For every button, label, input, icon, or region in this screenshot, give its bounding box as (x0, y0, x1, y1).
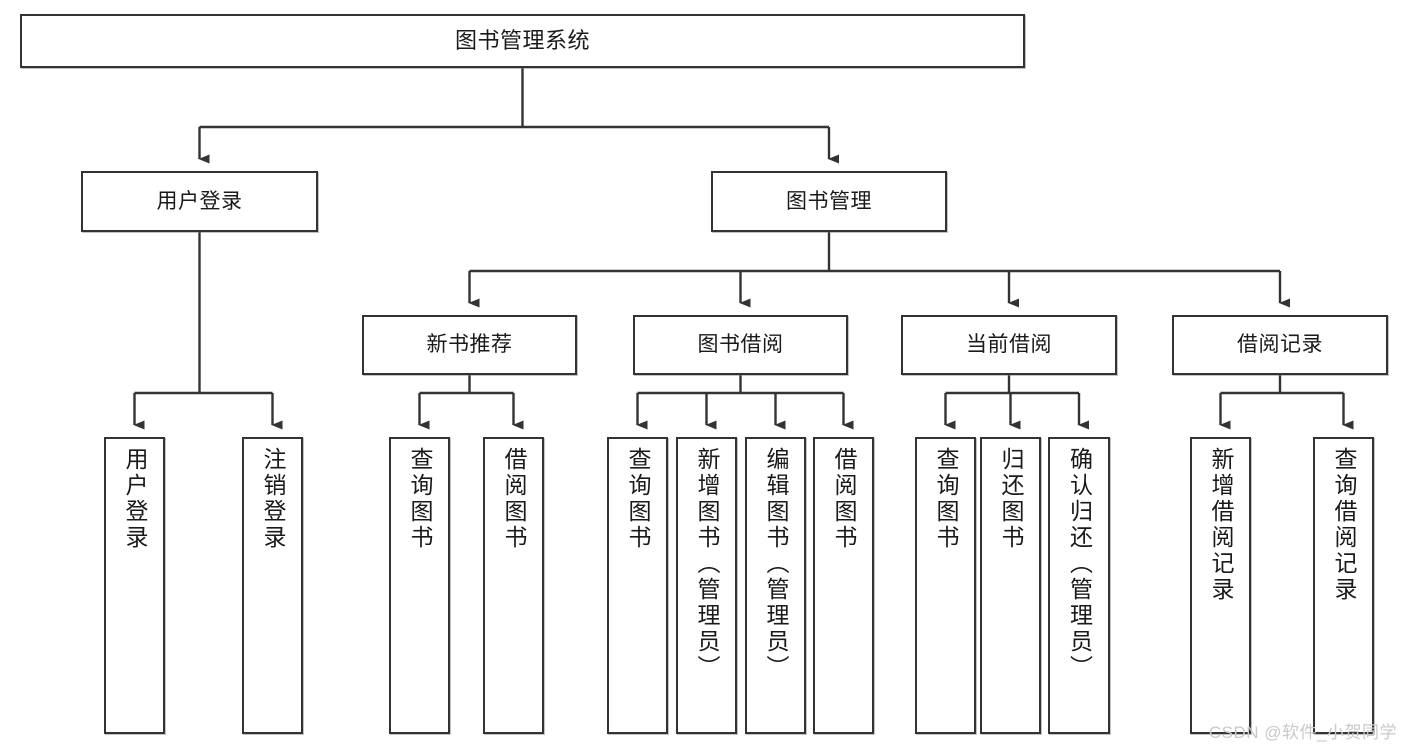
node-leaf-rec-1[interactable]: 新增借阅记录 (1190, 437, 1251, 734)
node-leaf-bor-3[interactable]: 编辑图书（管理员） (745, 437, 806, 734)
node-label: 图书借阅 (697, 333, 784, 357)
node-label: 新增借阅记录 (1208, 447, 1234, 603)
node-label: 查询图书 (407, 447, 433, 551)
node-label: 编辑图书（管理员） (763, 447, 789, 681)
node-records[interactable]: 借阅记录 (1172, 315, 1388, 375)
node-leaf-cur-2[interactable]: 归还图书 (980, 437, 1041, 734)
node-leaf-rec-2[interactable]: 查询借阅记录 (1313, 437, 1374, 734)
node-leaf-cur-3[interactable]: 确认归还（管理员） (1048, 437, 1110, 734)
node-label: 新书推荐 (426, 333, 513, 357)
node-label: 借阅记录 (1237, 333, 1323, 357)
node-login[interactable]: 用户登录 (81, 171, 318, 232)
node-label: 查询图书 (625, 447, 651, 551)
node-newbook[interactable]: 新书推荐 (362, 315, 577, 375)
node-label: 确认归还（管理员） (1066, 447, 1093, 681)
node-label: 查询借阅记录 (1331, 447, 1357, 603)
node-borrow[interactable]: 图书借阅 (633, 315, 848, 375)
csdn-watermark: CSDN @软件_小贺同学 (1208, 723, 1397, 742)
node-label: 当前借阅 (966, 333, 1052, 357)
node-leaf-new-2[interactable]: 借阅图书 (483, 437, 544, 734)
node-root[interactable]: 图书管理系统 (20, 14, 1025, 68)
node-label: 新增图书（管理员） (694, 447, 720, 681)
node-current[interactable]: 当前借阅 (901, 315, 1117, 375)
node-bookmgmt[interactable]: 图书管理 (711, 171, 947, 232)
node-label: 图书管理 (786, 189, 872, 213)
node-leaf-bor-2[interactable]: 新增图书（管理员） (676, 437, 737, 734)
node-label: 借阅图书 (501, 447, 527, 551)
node-leaf-bor-1[interactable]: 查询图书 (607, 437, 668, 734)
node-label: 借阅图书 (831, 447, 857, 551)
node-label: 用户登录 (156, 189, 243, 213)
node-label: 注销登录 (260, 447, 286, 551)
node-leaf-login-1[interactable]: 用户登录 (104, 437, 165, 734)
node-label: 查询图书 (933, 447, 959, 551)
node-leaf-cur-1[interactable]: 查询图书 (915, 437, 976, 734)
node-leaf-bor-4[interactable]: 借阅图书 (813, 437, 874, 734)
node-label: 归还图书 (998, 447, 1024, 551)
node-label: 图书管理系统 (454, 27, 590, 53)
node-label: 用户登录 (122, 447, 148, 551)
node-leaf-login-2[interactable]: 注销登录 (242, 437, 303, 734)
node-leaf-new-1[interactable]: 查询图书 (389, 437, 450, 734)
